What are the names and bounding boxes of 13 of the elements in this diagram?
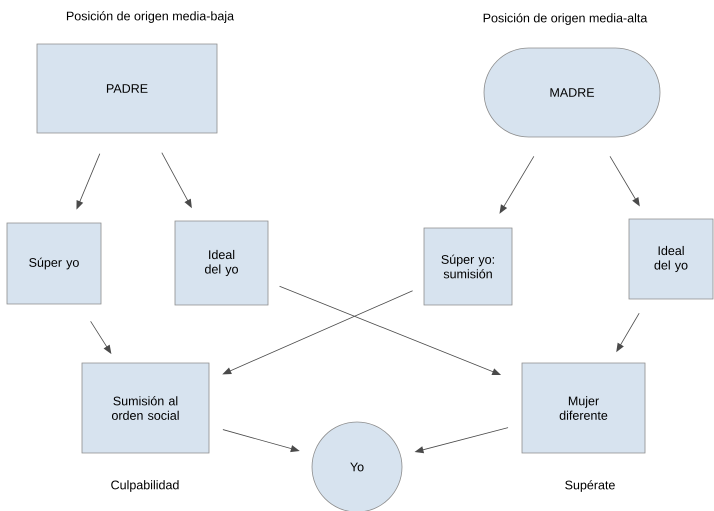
text-box: Ideal del yo (628, 218, 714, 300)
text-box: Ideal del yo (174, 220, 268, 306)
node-label: Supérate (565, 480, 615, 492)
node-label: Culpabilidad (111, 480, 179, 492)
text-box: Sumisión al orden social (82, 362, 210, 454)
text-box: Mujer diferente (522, 362, 646, 454)
node-label: Posición de origen media-baja (66, 11, 234, 23)
node-label: Posición de origen media-alta (484, 13, 648, 25)
rounded-box: MADRE (484, 48, 660, 138)
text-box: PADRE (36, 44, 218, 134)
circle-node: Yo (312, 422, 402, 511)
text-box: Súper yo (6, 222, 102, 304)
text-box: Súper yo: sumisión (424, 228, 512, 306)
